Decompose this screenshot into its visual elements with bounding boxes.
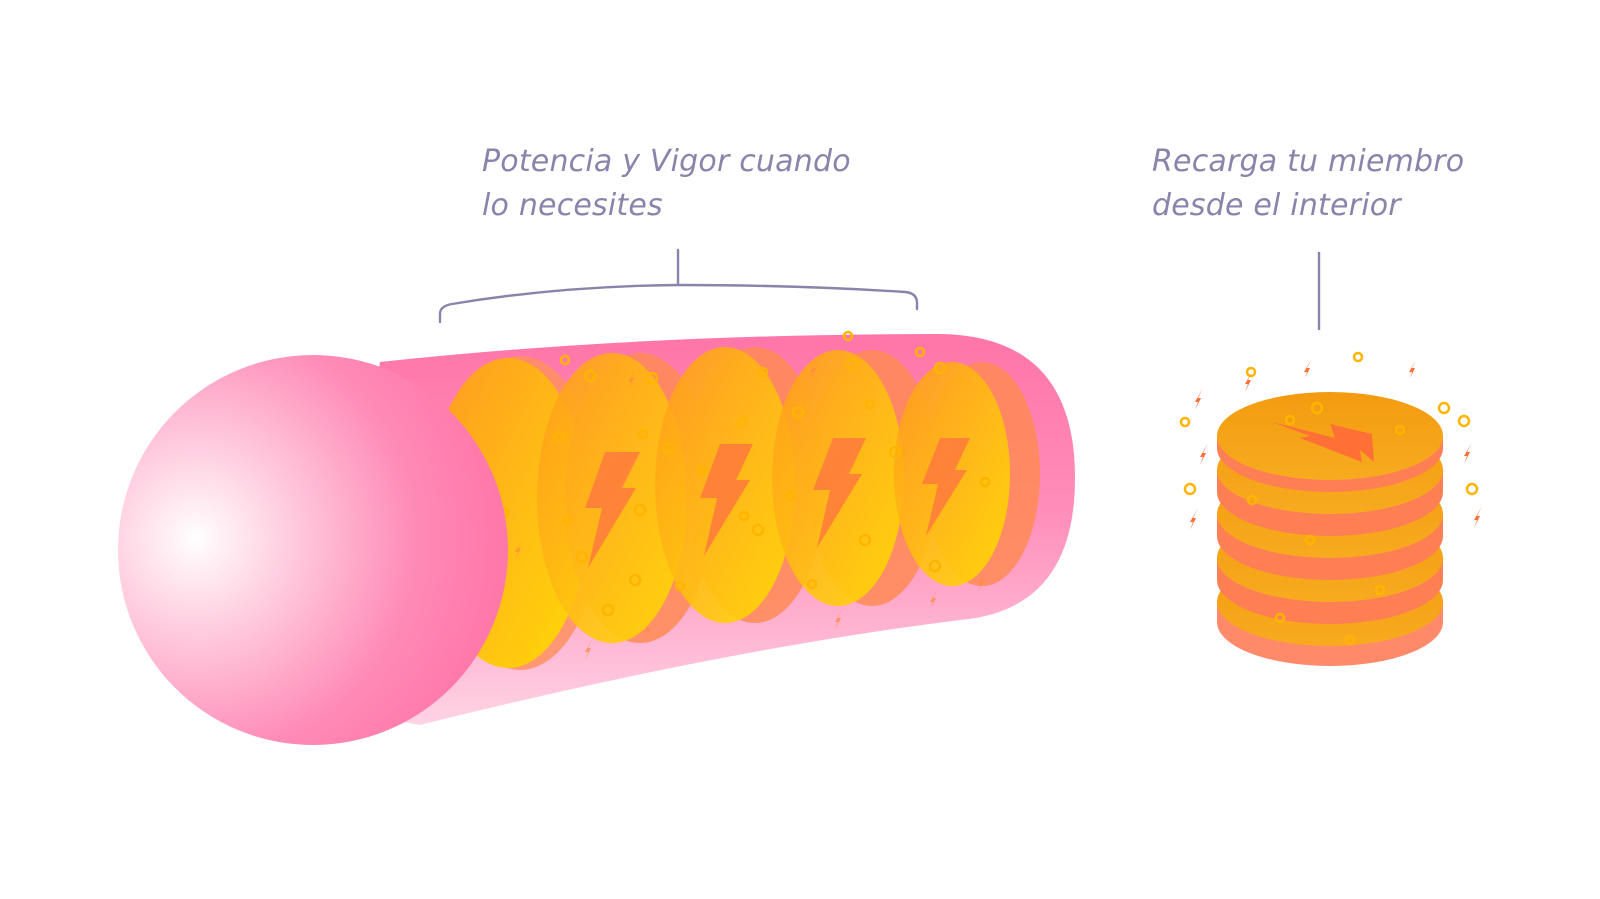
pink-sphere: [118, 355, 508, 745]
left-bracket-connector: [438, 248, 919, 324]
stack-bolt-sparks: [1190, 360, 1482, 530]
left-caption-line-2: lo necesites: [482, 188, 663, 223]
lightning-bolt-icon: [585, 438, 970, 568]
stack-particles: [1179, 351, 1479, 646]
stack-bolt-icon: [1272, 422, 1374, 462]
energy-particle-icon: [496, 330, 991, 617]
energy-discs: [428, 347, 1040, 670]
right-caption-line-2: desde el interior: [1152, 188, 1401, 223]
right-caption-line-1: Recarga tu miembro: [1152, 144, 1465, 179]
left-caption: Potencia y Vigor cuando lo necesites: [482, 140, 851, 228]
energy-disc-stack: [1217, 392, 1443, 666]
right-caption: Recarga tu miembro desde el interior: [1152, 140, 1464, 228]
small-bolt-icons: [515, 358, 986, 660]
left-caption-line-1: Potencia y Vigor cuando: [482, 144, 851, 179]
